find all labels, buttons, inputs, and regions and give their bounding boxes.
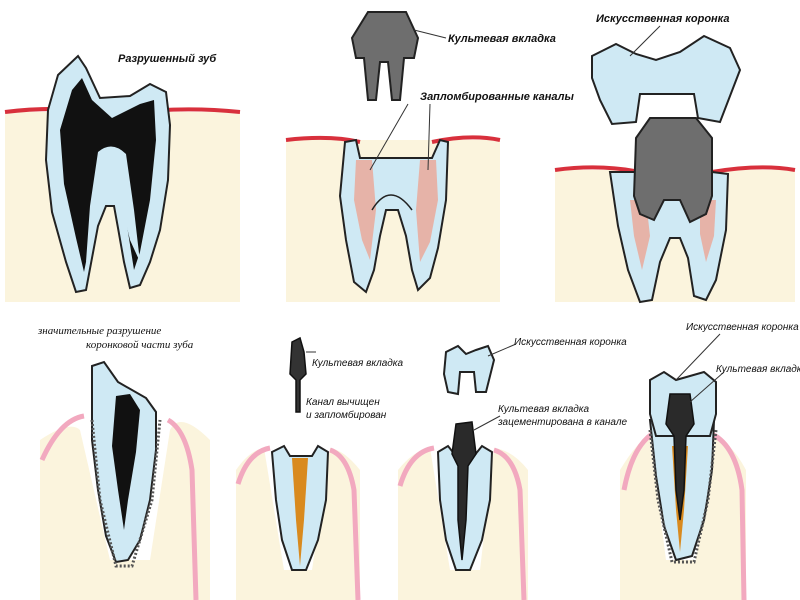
gum-left — [235, 445, 271, 485]
gum-right — [166, 417, 199, 600]
panel-post-cemented: Искусственная коронка Культевая вкладка … — [397, 337, 627, 600]
label-major-damage-line1: значительные разрушение — [37, 325, 161, 337]
panel-crown-on-core: Искусственная коронка — [554, 13, 796, 304]
leader-line — [487, 343, 517, 357]
gum-left — [39, 413, 85, 462]
bone-area — [40, 422, 210, 600]
panel-major-damage: значительные разрушение коронковой части… — [37, 325, 210, 600]
panel-final-restoration: Искусственная коронка Культевая вкладка — [620, 322, 800, 600]
bone-area — [620, 436, 746, 600]
gum-left — [621, 431, 654, 491]
label-major-damage-line2: коронковой части зуба — [86, 339, 194, 351]
bone-area — [398, 448, 528, 600]
core-post — [632, 117, 713, 224]
gum-left — [397, 445, 435, 487]
inner-root-line — [371, 194, 413, 211]
label-crown-4: Искусственная коронка — [686, 322, 799, 333]
leader-line — [689, 371, 725, 403]
label-filled-canals: Запломбированные каналы — [420, 91, 574, 103]
label-crown-top: Искусственная коронка — [596, 13, 730, 25]
label-canal-cleaned-line1: Канал вычищен — [306, 397, 380, 408]
filled-canal-left — [630, 200, 650, 270]
label-crown-3: Искусственная коронка — [514, 337, 627, 348]
leader-line — [629, 25, 661, 57]
canal-filling — [292, 458, 308, 566]
core-post — [451, 421, 477, 561]
gum-right — [710, 431, 747, 600]
decay-cavity — [112, 394, 140, 530]
bone-area — [236, 448, 360, 600]
root-membrane — [648, 429, 718, 564]
gum-right — [329, 447, 361, 600]
root-membrane — [90, 419, 162, 568]
leader-line — [413, 29, 447, 39]
label-post-core-2: Культевая вкладка — [312, 358, 404, 369]
gum-line — [554, 165, 796, 174]
leader-line — [369, 103, 409, 171]
filled-canal-right — [416, 160, 438, 262]
label-post-core-4: Культевая вкладка — [716, 364, 800, 375]
gum-right — [493, 447, 527, 600]
leader-line — [473, 415, 501, 431]
panel-destroyed-tooth: Разрушенный зуб — [4, 53, 241, 302]
filled-canal-left — [354, 160, 376, 260]
core-post-small — [289, 336, 307, 413]
label-destroyed-tooth: Разрушенный зуб — [118, 53, 217, 65]
label-post-core-top: Культевая вкладка — [448, 33, 556, 45]
core-post — [665, 393, 695, 521]
label-post-cemented-line1: Культевая вкладка — [498, 404, 590, 415]
core-post — [350, 11, 420, 101]
artificial-crown — [591, 34, 742, 126]
label-post-cemented-line2: зацементирована в канале — [497, 417, 627, 428]
panel-canal-cleaned: Культевая вкладка Канал вычищен и заплом… — [235, 336, 404, 600]
leader-line — [675, 333, 721, 381]
panel-filled-canals: Культевая вкладка Запломбированные канал… — [285, 11, 574, 302]
artificial-crown — [442, 344, 496, 396]
inner-pulp — [86, 146, 140, 262]
label-canal-cleaned-line2: и запломбирован — [306, 409, 387, 421]
leader-line — [427, 103, 431, 171]
